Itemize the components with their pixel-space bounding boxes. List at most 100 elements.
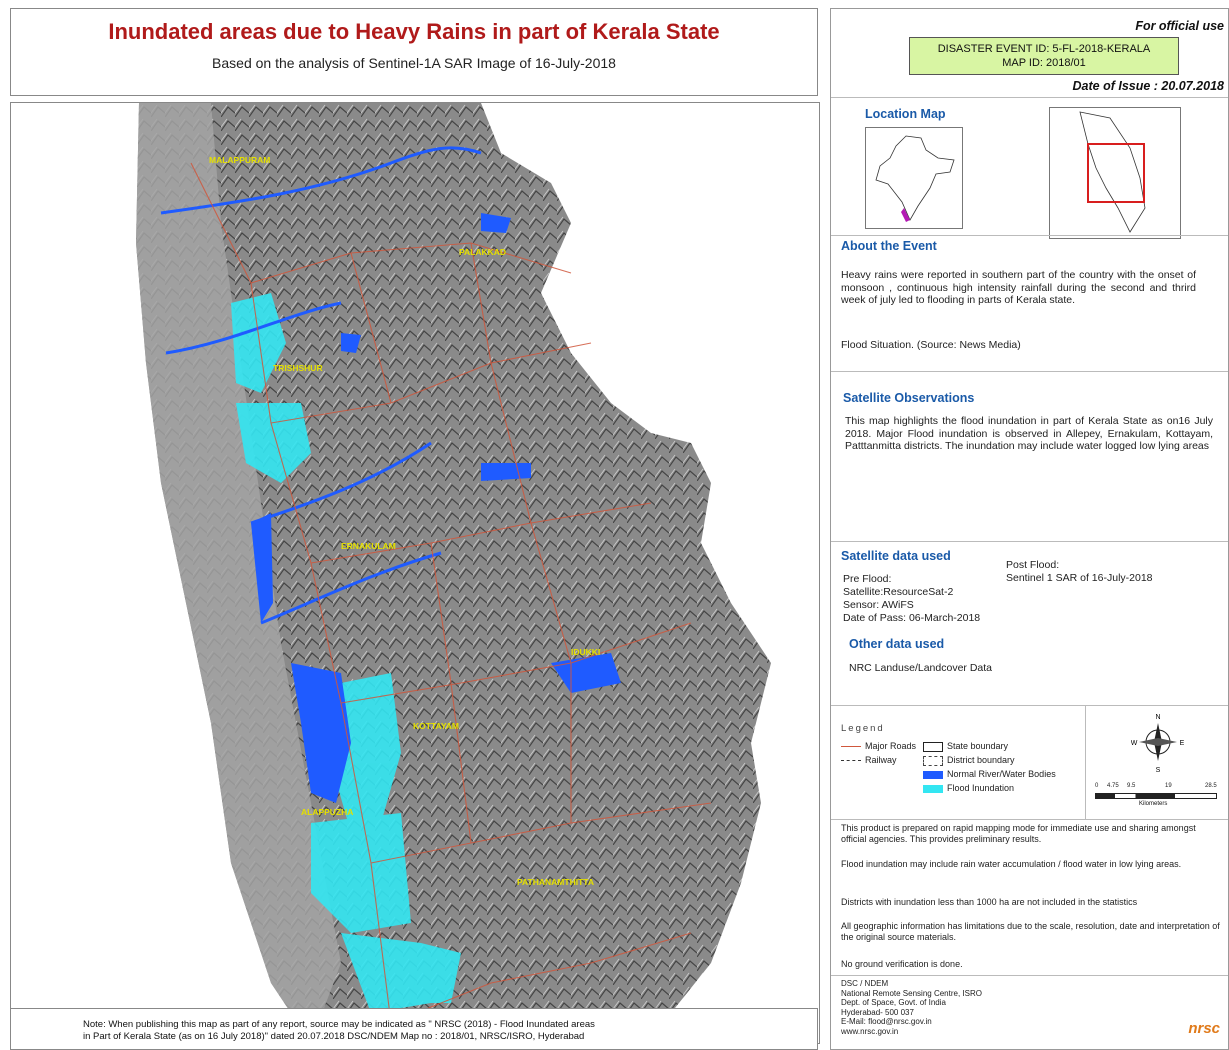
credit-line: Dept. of Space, Govt. of India [841,998,946,1008]
compass-e: E [1180,740,1185,747]
pre-flood-sensor: Sensor: AWiFS [843,599,914,611]
date-of-issue: Date of Issue : 20.07.2018 [1072,79,1224,93]
post-flood-value: Sentinel 1 SAR of 16-July-2018 [1006,572,1153,584]
scale-tick-1: 4.75 [1107,783,1119,789]
map-title: Inundated areas due to Heavy Rains in pa… [108,19,720,44]
other-data-text: NRC Landuse/Landcover Data [849,662,993,674]
divider [831,235,1228,236]
district-boundary-swatch [923,755,943,766]
satellite-observations-text: This map highlights the flood inundation… [845,415,1213,452]
india-inset-map [865,127,963,229]
disclaimer-2: Flood inundation may include rain water … [841,859,1182,869]
legend-district-boundary: District boundary [923,755,1015,766]
rivers [160,146,482,625]
map-id: MAP ID: 2018/01 [1002,57,1086,69]
divider [1085,705,1086,819]
source-note: Note: When publishing this map as part o… [10,1008,818,1050]
legend-railway-label: Railway [865,755,897,765]
divider [831,371,1228,372]
legend-state-boundary-label: State boundary [947,741,1009,751]
disclaimer-4: All geographic information has limitatio… [841,921,1220,942]
legend-title: Legend [841,723,885,734]
scale-tick-4: 28.5 [1205,783,1217,789]
location-map-title: Location Map [865,107,946,121]
flood-inundation-areas [231,293,461,1013]
label-palakkad: PALAKKAD [459,247,506,257]
scale-tick-0: 0 [1095,783,1099,789]
compass-s: S [1156,767,1161,773]
legend-water-bodies-label: Normal River/Water Bodies [947,769,1056,779]
kerala-inset-map [1049,107,1181,239]
title-panel: Inundated areas due to Heavy Rains in pa… [10,8,818,96]
divider [831,97,1228,98]
label-pathanamthitta: PATHANAMTHITTA [517,877,594,887]
divider [831,975,1228,976]
label-alappuzha: ALAPPUZHA [301,807,353,817]
satellite-observations-title: Satellite Observations [843,391,975,405]
credit-line: Hyderabad- 500 037 [841,1007,914,1017]
legend-district-boundary-label: District boundary [947,755,1015,765]
map-subtitle: Based on the analysis of Sentinel-1A SAR… [212,55,616,71]
event-id-box: DISASTER EVENT ID: 5-FL-2018-KERALA MAP … [909,37,1179,75]
label-malappuram: MALAPPURAM [209,155,270,165]
compass-scale-area: N S W E 0 4.75 9.5 19 28.5 Kilometers [1087,705,1229,819]
disclaimer-5: No ground verification is done. [841,959,963,969]
disclaimer-1: This product is prepared on rapid mappin… [841,823,1196,844]
district-labels: MALAPPURAM PALAKKAD TRISHSHUR ERNAKULAM … [209,155,600,887]
scale-tick-2: 9.5 [1127,783,1136,789]
legend-major-roads: Major Roads [841,741,916,752]
official-use-label: For official use [1135,19,1224,33]
divider [831,705,1228,706]
label-ernakulam: ERNAKULAM [341,541,396,551]
credit-website: www.nrsc.gov.in [841,1026,899,1036]
compass-rose-icon: N S W E [1131,714,1185,773]
railway-swatch [841,760,861,762]
extent-box [1087,143,1145,203]
flood-situation: Flood Situation. (Source: News Media) [841,339,1021,351]
credit-line: National Remote Sensing Centre, ISRO [841,988,982,998]
info-panel: For official use DISASTER EVENT ID: 5-FL… [830,8,1229,1050]
note-line-1: Note: When publishing this map as part o… [83,1019,595,1030]
scale-tick-3: 19 [1165,783,1172,789]
divider [831,541,1228,542]
legend-major-roads-label: Major Roads [865,741,917,751]
map-canvas: MALAPPURAM PALAKKAD TRISHSHUR ERNAKULAM … [11,103,819,1043]
label-kottayam: KOTTAYAM [413,721,459,731]
about-event-title: About the Event [841,239,937,253]
legend-flood-inundation-label: Flood Inundation [947,783,1015,793]
road-network [190,162,712,1024]
compass-n: N [1155,714,1160,721]
disclaimer-3: Districts with inundation less than 1000… [841,897,1138,907]
pre-flood-satellite: Satellite:ResourceSat-2 [843,586,954,598]
satellite-data-title: Satellite data used [841,549,951,563]
coastal-plain [136,103,341,1043]
scale-bar [1095,793,1217,799]
kerala-outline-icon [1079,111,1146,233]
state-boundary-swatch [923,741,943,752]
event-id: DISASTER EVENT ID: 5-FL-2018-KERALA [937,43,1151,55]
other-data-title: Other data used [849,637,945,651]
legend-state-boundary: State boundary [923,741,1008,752]
note-line-2: in Part of Kerala State (as on 16 July 2… [83,1031,585,1042]
legend-flood-inundation: Flood Inundation [923,783,1014,794]
legend: Legend Major Roads Railway State boundar… [831,705,1085,819]
legend-water-bodies: Normal River/Water Bodies [923,769,1056,780]
pre-flood-date: Date of Pass: 06-March-2018 [843,612,981,624]
flood-swatch [923,784,943,793]
post-flood-label: Post Flood: [1006,559,1060,571]
legend-railway: Railway [841,755,897,766]
divider [831,819,1228,820]
label-idukki: IDUKKI [571,647,600,657]
road-swatch [841,746,861,748]
label-trishshur: TRISHSHUR [273,363,323,373]
about-event-text: Heavy rains were reported in southern pa… [841,269,1196,306]
pre-flood-label: Pre Flood: [843,573,892,585]
credit-email: E-Mail: flood@nrsc.gov.in [841,1017,932,1027]
credit-line: DSC / NDEM [841,979,889,988]
scale-unit: Kilometers [1139,801,1168,807]
water-swatch [923,770,943,779]
credits: DSC / NDEM National Remote Sensing Centr… [841,979,982,1037]
flood-map[interactable]: MALAPPURAM PALAKKAD TRISHSHUR ERNAKULAM … [10,102,820,1044]
compass-w: W [1131,740,1138,747]
nrsc-logo: nrsc [1188,1020,1220,1037]
